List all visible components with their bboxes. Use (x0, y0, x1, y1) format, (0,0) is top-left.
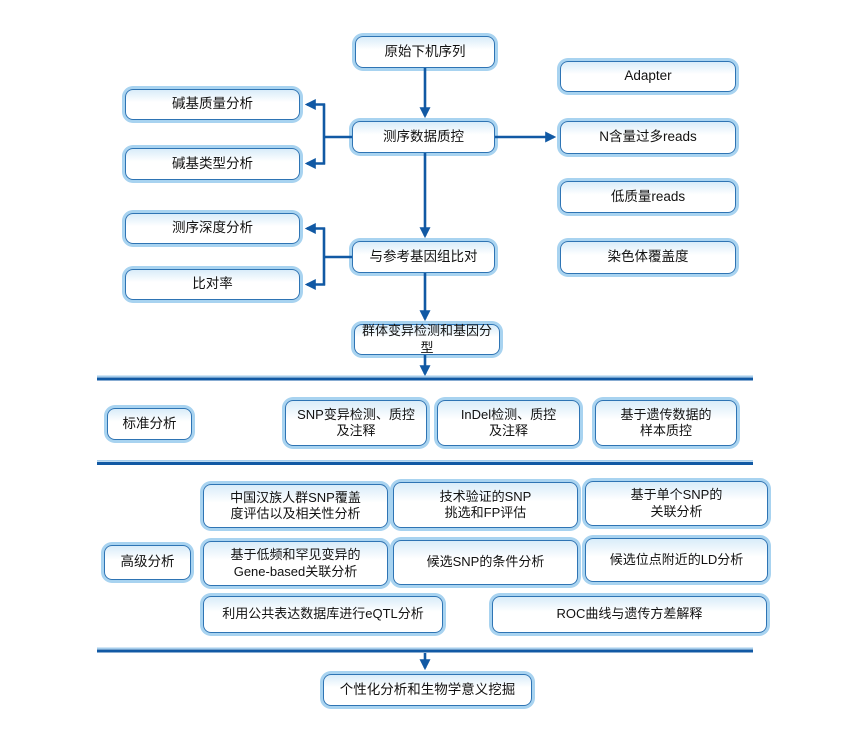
node-seq-qc: 测序数据质控 (352, 121, 495, 153)
node-ld-analysis: 候选位点附近的LD分析 (585, 538, 768, 582)
section-label-advanced: 高级分析 (104, 545, 191, 580)
node-eqtl: 利用公共表达数据库进行eQTL分析 (203, 596, 443, 633)
node-base-quality: 碱基质量分析 (125, 89, 300, 120)
node-indel-detect: InDel检测、质控 及注释 (437, 400, 580, 446)
node-roc: ROC曲线与遗传方差解释 (492, 596, 767, 633)
node-map-rate: 比对率 (125, 269, 300, 300)
node-variant-genotype: 群体变异检测和基因分型 (354, 323, 500, 355)
node-ref-align: 与参考基因组比对 (352, 241, 495, 273)
node-tech-snp-fp: 技术验证的SNP 挑选和FP评估 (393, 482, 578, 528)
node-genetic-sample-qc: 基于遗传数据的 样本质控 (595, 400, 737, 446)
node-low-quality-reads: 低质量reads (560, 181, 736, 213)
node-personalized: 个性化分析和生物学意义挖掘 (323, 674, 532, 706)
node-seq-depth: 测序深度分析 (125, 213, 300, 244)
node-snp-detect: SNP变异检测、质控 及注释 (285, 400, 427, 446)
node-single-snp-assoc: 基于单个SNP的 关联分析 (585, 481, 768, 526)
node-base-type: 碱基类型分析 (125, 148, 300, 180)
node-adapter: Adapter (560, 61, 736, 92)
section-label-standard: 标准分析 (107, 408, 192, 440)
node-gene-based-assoc: 基于低频和罕见变异的 Gene-based关联分析 (203, 541, 388, 586)
node-chromosome-coverage: 染色体覆盖度 (560, 241, 736, 274)
node-raw-reads: 原始下机序列 (355, 36, 495, 68)
node-n-reads: N含量过多reads (560, 121, 736, 154)
node-han-snp-coverage: 中国汉族人群SNP覆盖 度评估以及相关性分析 (203, 484, 388, 528)
node-candidate-snp-cond: 候选SNP的条件分析 (393, 540, 578, 585)
